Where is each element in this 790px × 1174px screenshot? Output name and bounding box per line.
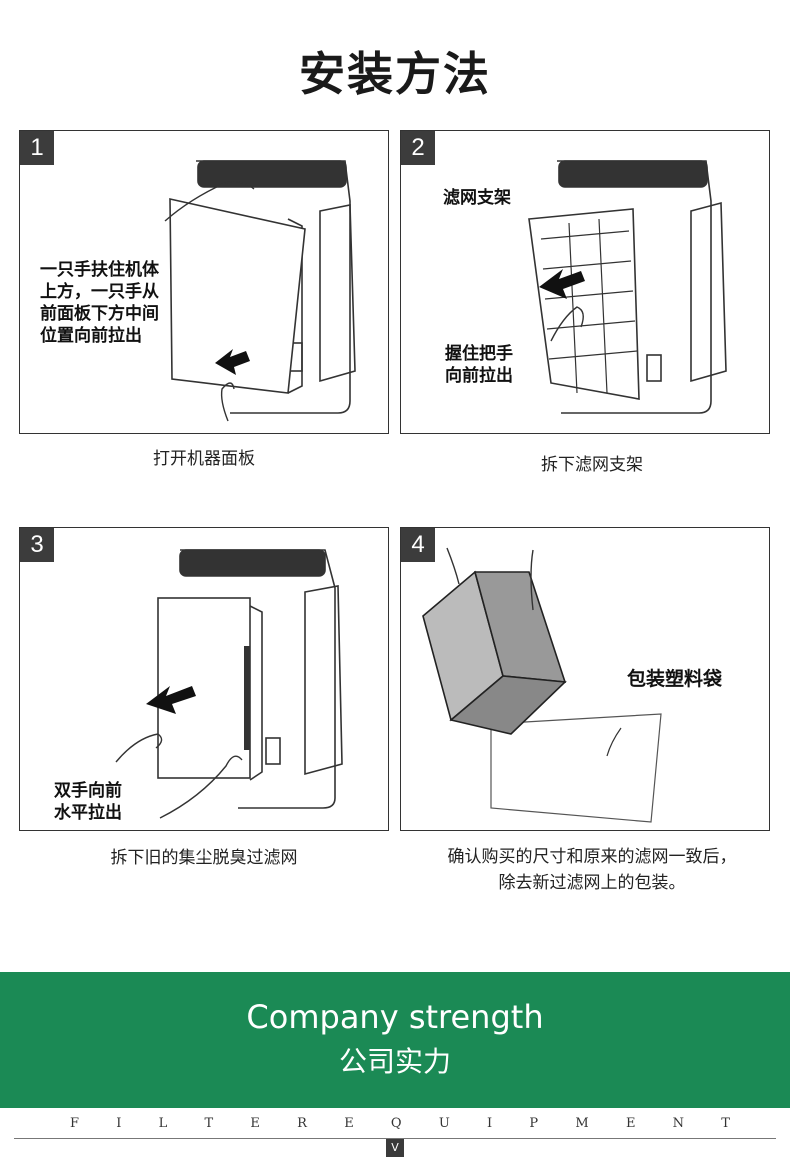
footer-letter: N (672, 1116, 685, 1131)
step-1-caption: 打开机器面板 (153, 449, 255, 469)
footer-letter: E (250, 1116, 260, 1131)
step-number: 3 (20, 528, 54, 562)
step-number: 1 (20, 131, 54, 165)
step-number: 4 (401, 528, 435, 562)
footer-letter: R (297, 1116, 307, 1131)
filter-frame-removal-illustration (528, 160, 727, 414)
footer-letter: Q (390, 1116, 402, 1131)
banner-english-title: Company strength (246, 998, 544, 1036)
step-4-bag-label: 包装塑料袋 (627, 668, 723, 690)
step-2-instruction: 握住把手 向前拉出 (445, 344, 513, 386)
footer-letter: T (204, 1116, 214, 1131)
old-filter-removal-illustration (115, 549, 343, 819)
step-2-caption: 拆下滤网支架 (541, 455, 643, 475)
footer-letter: M (575, 1116, 589, 1131)
footer-letter: E (625, 1116, 636, 1131)
footer-letter: F (70, 1116, 80, 1131)
step-2-panel: 2 滤网支架 握住把手 向前拉出 (400, 130, 770, 434)
footer-letter: P (529, 1116, 539, 1131)
page-title: 安装方法 (299, 47, 491, 101)
footer-letter: I (487, 1116, 493, 1131)
footer-letter-row: F I L T E R E Q U I P M E N T (70, 1116, 730, 1131)
footer-marker-badge: V (386, 1139, 404, 1157)
step-3-instruction: 双手向前 水平拉出 (54, 781, 122, 823)
step-2-frame-label: 滤网支架 (443, 188, 511, 208)
footer-letter: T (721, 1116, 730, 1131)
step-3-caption: 拆下旧的集尘脱臭过滤网 (110, 848, 298, 868)
footer-letter: I (116, 1116, 122, 1131)
step-1-panel: 1 一只手扶住机体 上方，一只手从 前面板下方中间 位置向前拉出 (19, 130, 389, 434)
step-4-panel: 4 包装塑料袋 (400, 527, 770, 831)
unpack-new-filter-illustration (422, 547, 662, 823)
footer-letter: E (344, 1116, 354, 1131)
step-1-instruction: 一只手扶住机体 上方，一只手从 前面板下方中间 位置向前拉出 (40, 260, 159, 346)
footer-letter: L (158, 1116, 168, 1131)
footer-letter: U (438, 1116, 450, 1131)
banner-chinese-title: 公司实力 (338, 1045, 451, 1078)
step-4-caption: 确认购买的尺寸和原来的滤网一致后， 除去新过滤网上的包装。 (447, 847, 737, 893)
footer-divider (14, 1138, 776, 1139)
step-3-panel: 3 双手向前 水平拉出 (19, 527, 389, 831)
company-strength-banner (0, 972, 790, 1108)
step-number: 2 (401, 131, 435, 165)
purifier-open-panel-illustration (164, 160, 356, 422)
